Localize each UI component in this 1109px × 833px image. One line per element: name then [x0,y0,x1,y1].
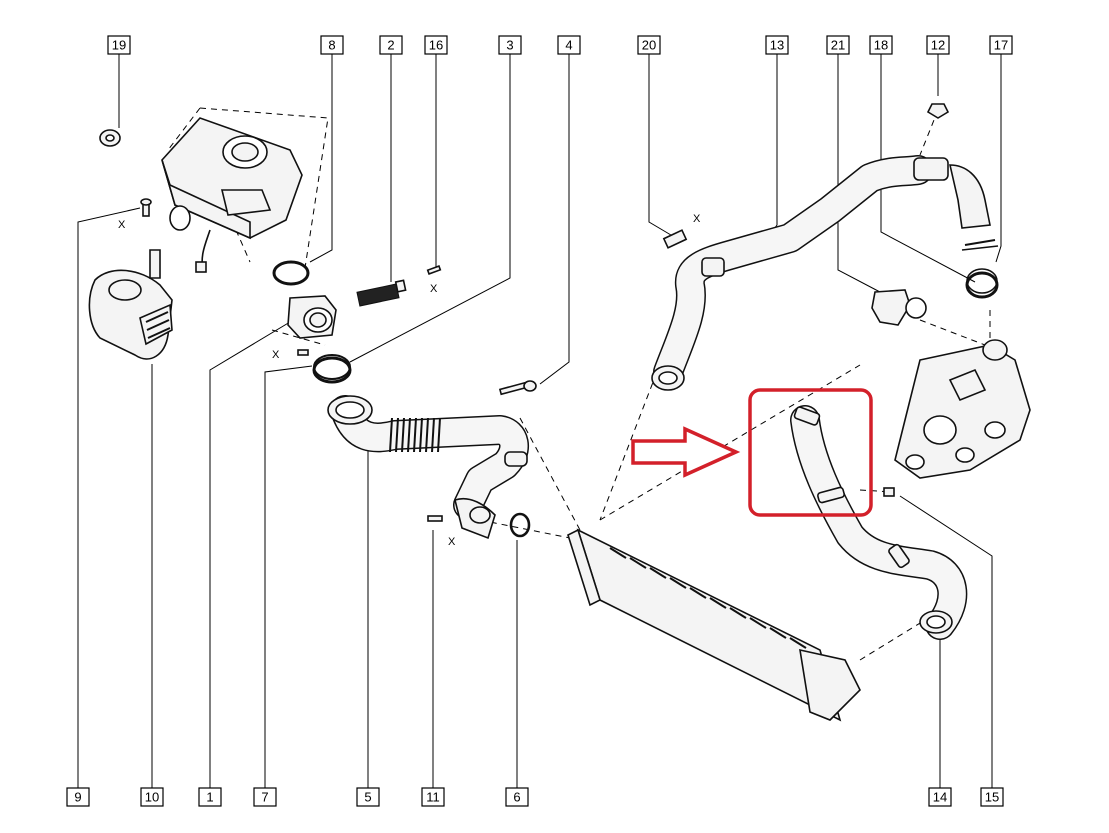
callout-label: 19 [112,38,126,53]
callout-16: 16 [424,35,448,55]
callout-20: 20 [637,35,661,55]
part-20-bolt: X [662,213,701,249]
callout-label: 17 [994,38,1008,53]
callout-label: 18 [874,38,888,53]
part-5-inlet-hose [327,395,529,540]
part-4-bolt [498,380,537,396]
part-13-charge-pipe [651,155,991,391]
callout-5: 5 [356,787,380,807]
intercooler-fins [609,547,807,649]
callout-label: 16 [429,38,443,53]
part-14-outlet-hose [790,405,968,640]
part-2-sensor [356,279,407,307]
part-10-intake-duct [88,249,173,360]
part-8-o-ring [272,260,310,286]
callouts: 19 8 2 16 3 4 20 13 [66,35,1013,807]
callout-12: 12 [926,35,950,55]
part-7-screw: X [272,349,309,361]
callout-2: 2 [379,35,403,55]
part-3-clamp [312,354,352,384]
callout-label: 11 [426,790,440,805]
callout-label: 15 [985,790,999,805]
callout-8: 8 [320,35,344,55]
callout-label: 2 [387,38,394,53]
callout-13: 13 [765,35,789,55]
callout-9: 9 [66,787,90,807]
part-17-clamp [961,239,999,251]
x-mark: X [272,349,280,361]
callout-label: 9 [74,790,81,805]
callout-label: 13 [770,38,784,53]
x-mark: X [693,213,701,225]
callout-1: 1 [198,787,222,807]
highlight-box [748,388,873,517]
part-18-clamp [965,268,999,299]
callout-label: 7 [261,790,268,805]
callout-11: 11 [421,787,445,807]
callout-17: 17 [989,35,1013,55]
callout-label: 21 [831,38,845,53]
callout-21: 21 [826,35,850,55]
callout-14: 14 [928,787,952,807]
callout-label: 3 [506,38,513,53]
part-12-nut [926,103,950,119]
callout-label: 8 [328,38,335,53]
callout-label: 20 [642,38,656,53]
highlight-annotation [631,388,873,517]
part-11-screw: X [427,515,456,548]
part-19-grommet [99,129,121,147]
air-filter-box [161,117,303,273]
callout-19: 19 [107,35,131,55]
callout-label: 4 [565,38,572,53]
x-mark: X [118,219,126,231]
x-mark: X [448,536,456,548]
part-6-o-ring [509,512,531,538]
callout-label: 12 [931,38,945,53]
highlight-arrow [631,426,741,478]
callout-6: 6 [505,787,529,807]
callout-label: 5 [364,790,371,805]
callout-10: 10 [140,787,164,807]
part-21-valve [871,289,927,326]
x-mark: X [430,283,438,295]
intercooler [567,528,861,722]
part-15-screw [883,487,895,497]
leader-lines [77,54,1002,788]
callout-label: 1 [206,790,213,805]
bellows [389,417,441,453]
callout-7: 7 [253,787,277,807]
callout-15: 15 [980,787,1004,807]
part-1-air-flow-meter [287,295,337,339]
callout-18: 18 [869,35,893,55]
callout-4: 4 [557,35,581,55]
callout-3: 3 [498,35,522,55]
part-9-screw: X [118,198,152,231]
callout-label: 10 [145,790,159,805]
callout-label: 14 [933,790,947,805]
part-16-screw: X [426,265,442,295]
turbo-manifold [894,339,1031,479]
callout-label: 6 [513,790,520,805]
